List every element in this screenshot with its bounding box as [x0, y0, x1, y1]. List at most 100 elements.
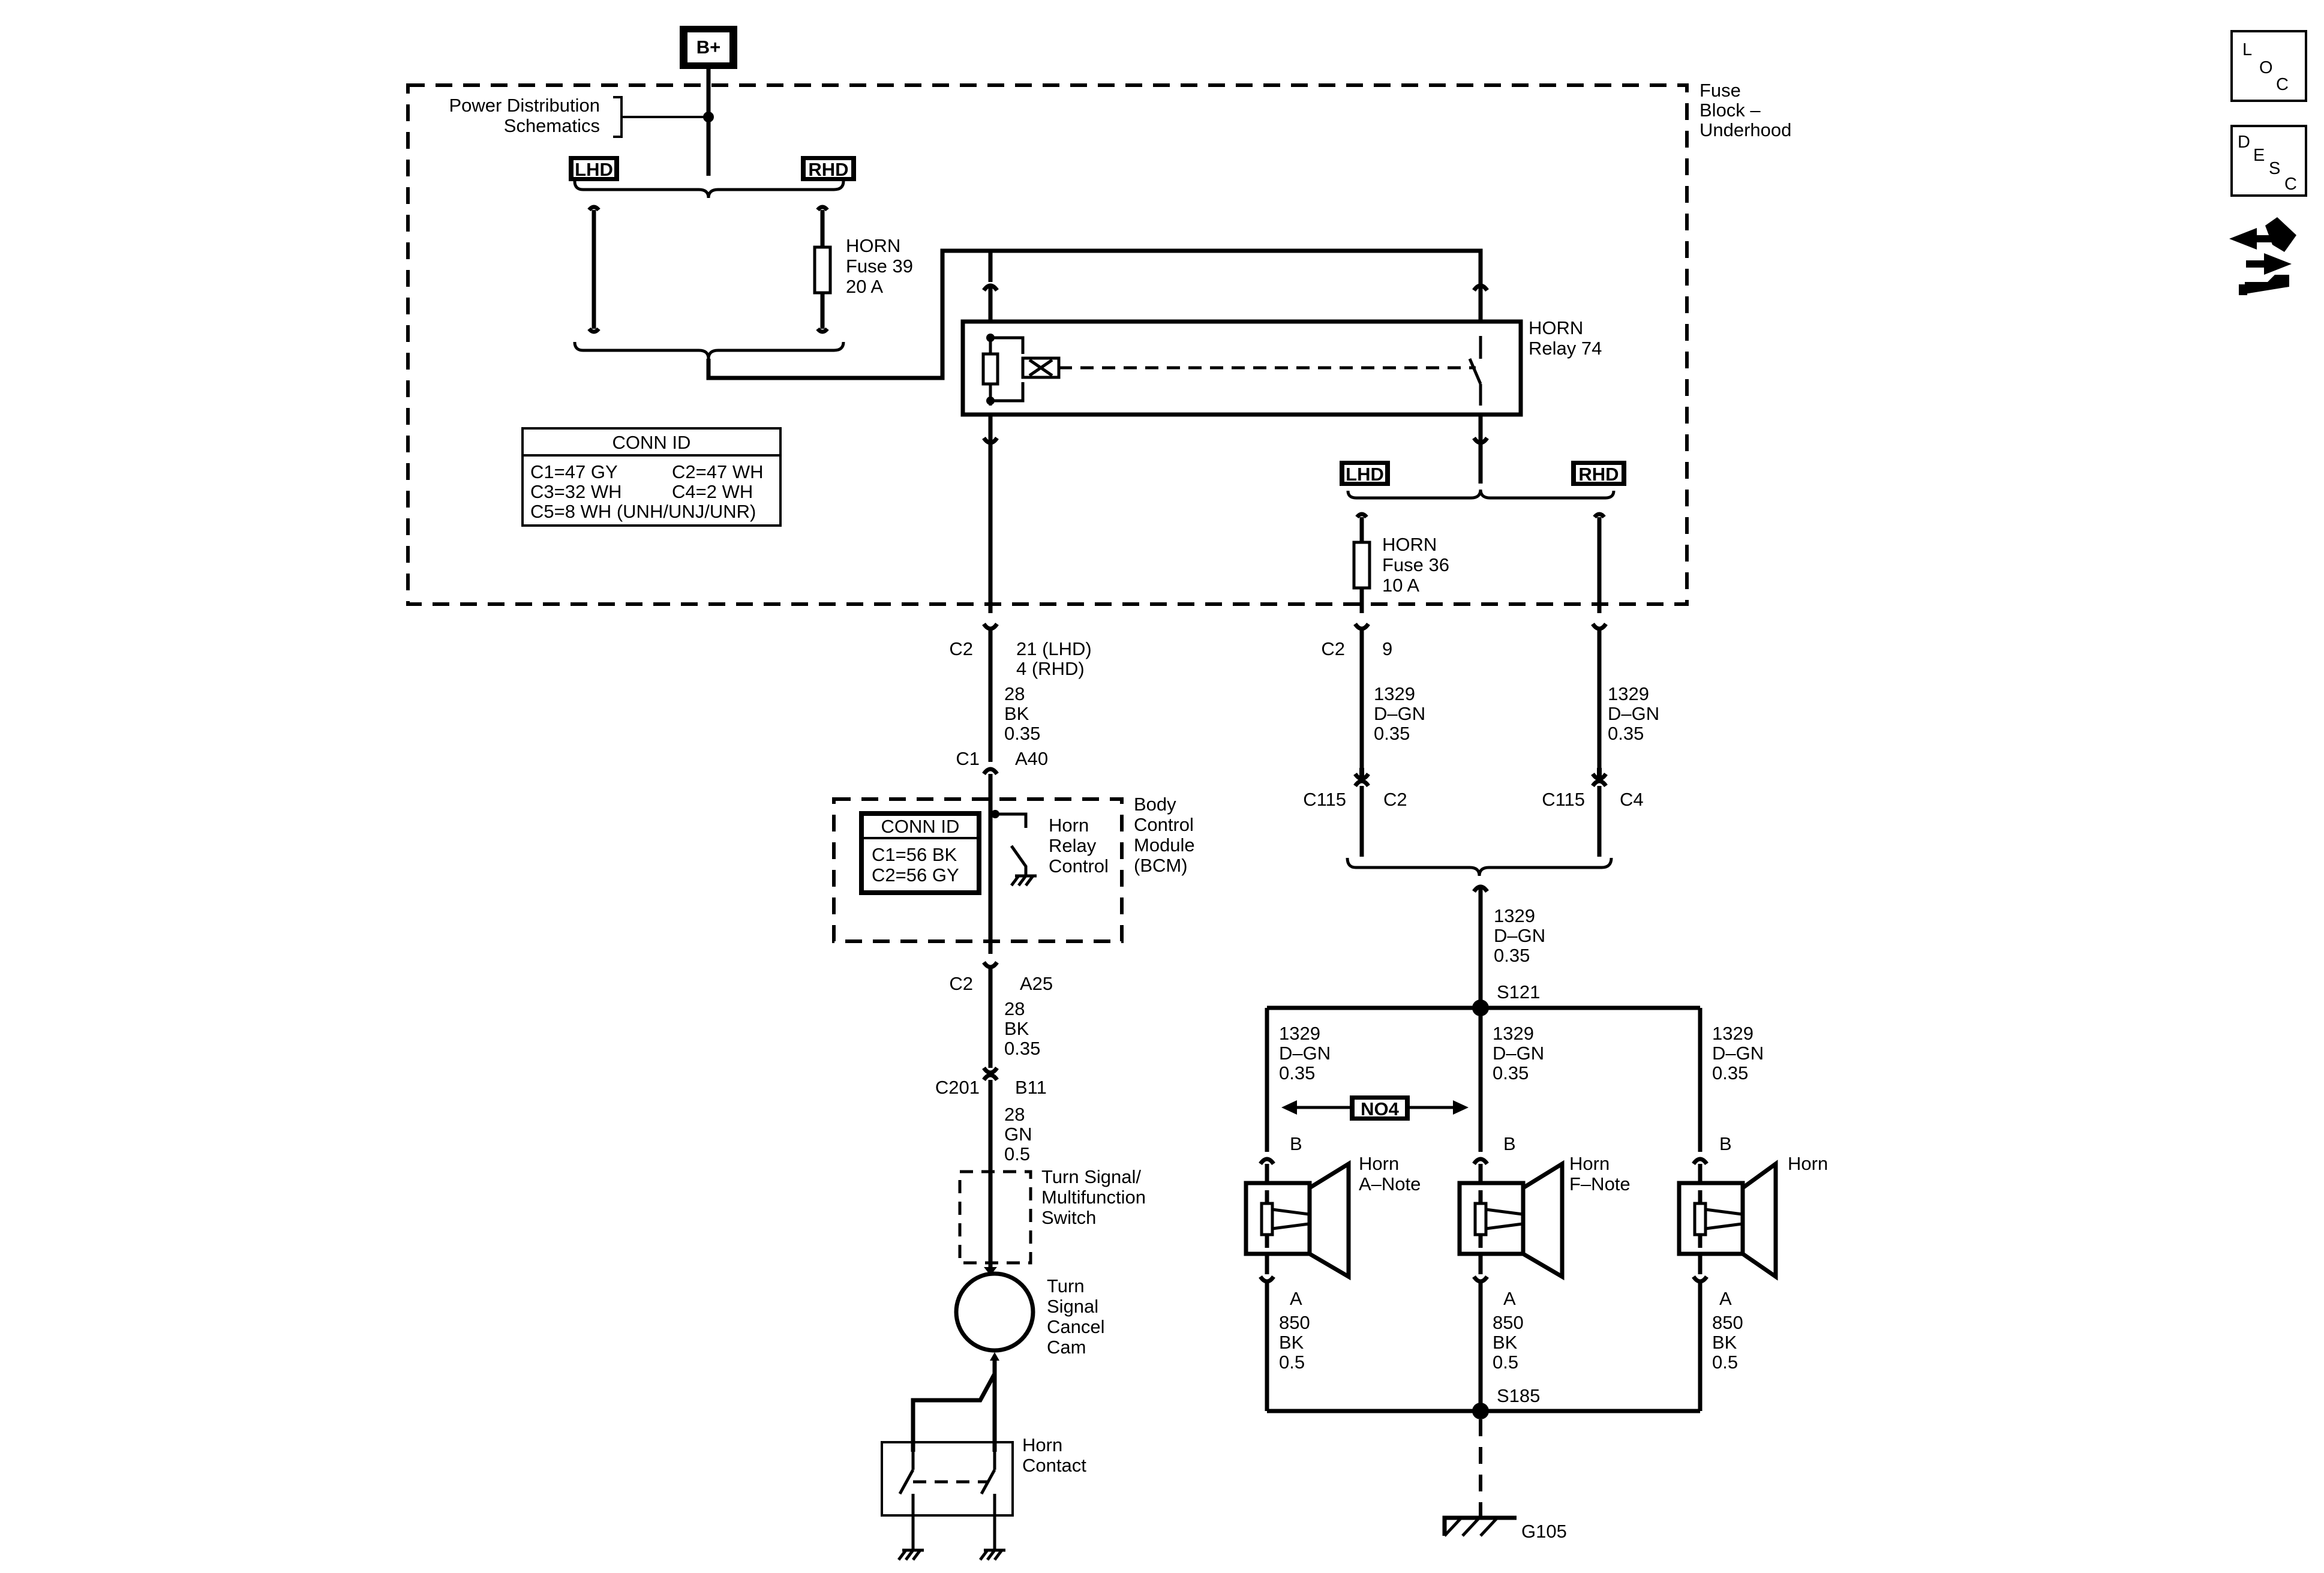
svg-text:28: 28	[1004, 1104, 1025, 1125]
svg-text:BK: BK	[1004, 1018, 1029, 1039]
svg-text:Contact: Contact	[1022, 1455, 1086, 1476]
svg-text:Multifunction: Multifunction	[1041, 1187, 1146, 1208]
svg-text:1329: 1329	[1493, 1023, 1534, 1044]
svg-text:1329: 1329	[1494, 905, 1535, 926]
svg-text:A–Note: A–Note	[1359, 1173, 1421, 1194]
svg-text:0.35: 0.35	[1004, 723, 1040, 744]
rhd-output-wire: 1329 D–GN 0.35 C115 C4	[1542, 622, 1659, 857]
svg-text:0.35: 0.35	[1494, 945, 1530, 966]
svg-text:1329: 1329	[1374, 683, 1415, 704]
svg-text:C201: C201	[935, 1077, 980, 1098]
rhd-jumper-lower	[1593, 512, 1606, 613]
svg-text:BK: BK	[1493, 1332, 1518, 1353]
svg-text:C2: C2	[1383, 789, 1407, 810]
svg-text:4 (RHD): 4 (RHD)	[1016, 658, 1085, 679]
svg-text:G105: G105	[1521, 1521, 1567, 1542]
rhd-tag-top: RHD	[801, 156, 856, 181]
svg-text:RHD: RHD	[808, 159, 848, 180]
svg-text:CONN ID: CONN ID	[881, 816, 960, 837]
svg-text:Cancel: Cancel	[1047, 1316, 1105, 1337]
svg-text:C3=32 WH: C3=32 WH	[530, 481, 621, 502]
horn-f-note: B Horn F–Note A 850 BK 0.5	[1457, 1133, 1631, 1411]
relay-contact-feed-wire	[990, 248, 1483, 287]
power-distribution-reference: Power Distribution Schematics	[449, 95, 714, 138]
horn-fuse-36: HORN Fuse 36 10 A	[1352, 512, 1449, 613]
svg-text:C1=47 GY: C1=47 GY	[530, 461, 618, 482]
svg-text:A40: A40	[1015, 748, 1048, 769]
fuse36-output-wire: C2 9 1329 D–GN 0.35 C115 C2	[1303, 622, 1425, 857]
svg-text:C4: C4	[1620, 789, 1644, 810]
svg-text:0.5: 0.5	[1493, 1352, 1518, 1373]
svg-text:O: O	[2259, 58, 2273, 77]
svg-text:Module: Module	[1134, 834, 1195, 855]
variant-brace-lower	[1346, 489, 1616, 500]
svg-text:(BCM): (BCM)	[1134, 855, 1188, 876]
svg-text:Fuse 39: Fuse 39	[846, 256, 913, 277]
svg-text:Control: Control	[1049, 855, 1109, 876]
horn-contact: Horn Contact	[881, 1361, 1086, 1561]
svg-text:850: 850	[1493, 1312, 1524, 1333]
svg-text:Horn: Horn	[1359, 1153, 1399, 1174]
svg-text:C5=8 WH (UNH/UNJ/UNR): C5=8 WH (UNH/UNJ/UNR)	[530, 501, 756, 522]
lhd-jumper	[587, 205, 600, 334]
svg-text:D: D	[2238, 133, 2250, 152]
svg-text:C2: C2	[949, 638, 973, 659]
horn-relay-control-switch: Horn Relay Control	[988, 774, 1109, 954]
svg-text:NO4: NO4	[1361, 1098, 1400, 1119]
svg-text:Fuse: Fuse	[1700, 80, 1741, 101]
svg-text:28: 28	[1004, 998, 1025, 1019]
svg-text:Body: Body	[1134, 794, 1176, 815]
svg-text:C2=56 GY: C2=56 GY	[872, 864, 959, 885]
svg-text:0.5: 0.5	[1004, 1143, 1030, 1164]
svg-text:RHD: RHD	[1578, 464, 1619, 485]
svg-text:28: 28	[1004, 683, 1025, 704]
svg-text:D–GN: D–GN	[1493, 1043, 1544, 1064]
svg-text:0.35: 0.35	[1608, 723, 1644, 744]
svg-text:LHD: LHD	[1346, 464, 1384, 485]
svg-text:D–GN: D–GN	[1712, 1043, 1764, 1064]
variant-brace-bottom	[573, 341, 845, 359]
svg-text:B: B	[1719, 1133, 1732, 1154]
svg-text:Fuse 36: Fuse 36	[1382, 554, 1449, 575]
svg-text:0.35: 0.35	[1712, 1062, 1748, 1083]
svg-text:C1=56 BK: C1=56 BK	[872, 844, 957, 865]
turn-signal-switch-label: Turn Signal/ Multifunction Switch	[1041, 1166, 1146, 1228]
svg-text:Power Distribution: Power Distribution	[449, 95, 600, 116]
svg-text:Cam: Cam	[1047, 1337, 1086, 1358]
svg-text:Underhood: Underhood	[1700, 119, 1791, 140]
svg-text:A25: A25	[1020, 973, 1053, 994]
battery-label: B+	[696, 37, 721, 58]
horn-relay-74: HORN Relay 74	[960, 283, 1602, 445]
svg-text:HORN: HORN	[1382, 534, 1437, 555]
svg-text:Horn: Horn	[1788, 1153, 1828, 1174]
fuse-block-label: Fuse Block – Underhood	[1700, 80, 1791, 140]
svg-text:Schematics: Schematics	[504, 115, 600, 136]
relay-feed-wire	[706, 248, 993, 380]
no4-option-indicator: NO4	[1281, 1095, 1469, 1121]
svg-text:0.35: 0.35	[1374, 723, 1410, 744]
lhd-tag-top: LHD	[569, 156, 619, 181]
harness-arrows-icon[interactable]	[2229, 217, 2296, 295]
svg-text:Relay 74: Relay 74	[1529, 338, 1602, 359]
rhd-tag-lower: RHD	[1571, 461, 1626, 486]
svg-text:S121: S121	[1497, 981, 1540, 1002]
svg-text:850: 850	[1279, 1312, 1310, 1333]
svg-text:Control: Control	[1134, 814, 1194, 835]
loc-button[interactable]: L O C	[2230, 30, 2307, 102]
svg-text:Turn Signal/: Turn Signal/	[1041, 1166, 1141, 1187]
svg-text:C115: C115	[1303, 789, 1346, 810]
switch-arrow	[984, 1267, 997, 1275]
splice-s185: S185	[1267, 1385, 1700, 1419]
bcm-boundary	[832, 797, 1124, 943]
svg-text:HORN: HORN	[1529, 317, 1583, 338]
bcm-to-switch-wire: C2 A25 28 BK 0.35 C201 B11 28 GN 0.5	[935, 960, 1053, 1272]
svg-text:Turn: Turn	[1047, 1275, 1085, 1296]
svg-text:LHD: LHD	[575, 159, 613, 180]
svg-text:C4=2 WH: C4=2 WH	[672, 481, 753, 502]
svg-text:Horn: Horn	[1022, 1434, 1062, 1455]
fuse-block-boundary	[406, 83, 1689, 606]
bcm-label: Body Control Module (BCM)	[1134, 794, 1195, 876]
splice-feed-wire: 1329 D–GN 0.35	[1472, 884, 1545, 1008]
desc-button[interactable]: D E S C	[2230, 125, 2307, 197]
